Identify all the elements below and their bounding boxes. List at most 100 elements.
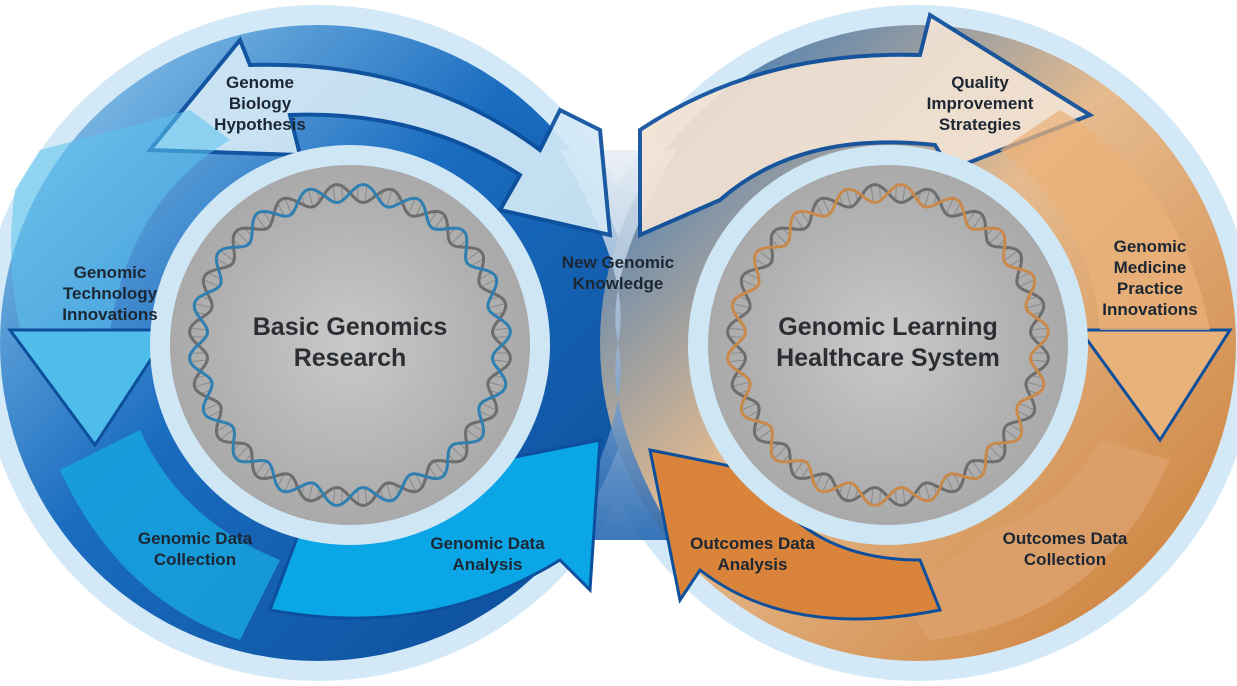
dna-rung [492,359,510,363]
dna-rung [262,211,272,224]
dna-rung [487,302,506,309]
dna-rung [741,279,758,288]
dna-rung [277,202,285,217]
dna-rung [1003,250,1019,262]
dna-rung [277,473,285,488]
bridge-label-new-genomic-knowledge: New Genomic Knowledge [561,253,675,293]
dna-rung [190,359,208,363]
dna-rung [341,185,343,201]
step-genomic-medicine-practice-innovations: Genomic Medicine Practice Innovations [1102,237,1198,319]
step-outcomes-data-collection: Outcomes Data Collection [1002,529,1128,569]
dna-rung [190,327,208,331]
dna-rung [494,352,510,354]
dna-rung [728,336,744,338]
dna-rung [924,189,931,208]
dna-rung [953,473,961,488]
dna-rung [815,202,823,217]
step-genomic-technology-innovations: Genomic Technology Innovations [62,263,158,324]
dna-rung [1016,272,1031,280]
dna-rung [924,482,931,501]
dna-rung [407,475,416,492]
left-cycle-title: Basic Genomics Research [252,313,448,372]
dna-colored-strand [188,183,512,507]
right-arrow-right-body [1000,110,1210,330]
dna-rung [307,189,314,208]
dna-rung [895,489,897,505]
dna-rung [754,257,767,267]
dna-rung [364,487,368,505]
dna-rung [194,302,213,309]
dna-rung [988,230,1003,245]
left-arrow-top [145,36,613,238]
dna-rung [364,185,368,203]
dna-rung [207,272,222,280]
step-genome-biology-hypothesis: Genome Biology Hypothesis [214,73,306,134]
dna-rung [879,185,881,201]
dna-rung [332,185,336,203]
dna-rung [902,185,906,203]
dna-rung [203,402,220,411]
dna-rung [745,272,760,280]
dna-rung [902,487,906,505]
dna-rung [870,487,874,505]
dna-rung [465,250,481,262]
dna-rung [895,185,897,201]
dna-rung [450,230,465,245]
dna-rung [953,202,961,217]
dna-rung [284,198,293,215]
dna-rung [332,487,336,505]
dna-rung [945,198,954,215]
dna-rung [1018,402,1035,411]
dna-rung [822,198,831,215]
dna-rung [386,482,393,501]
dna-rung [494,336,510,338]
dna-rung [262,466,272,479]
dna-rung [433,460,445,476]
bridge-overlap [560,150,676,540]
dna-rung [1032,352,1048,354]
step-genomic-data-collection: Genomic Data Collection [137,529,253,569]
dna-rung [492,327,510,331]
dna-rung [754,423,767,433]
dna-rung [845,482,852,501]
right-arrow-bottom-left [648,448,943,621]
dna-rung [235,445,250,460]
dna-rung [1025,302,1044,309]
dna-rung [879,489,881,505]
dna-rung [219,250,235,262]
left-arrow-left-head [7,328,173,448]
dna-rung [945,475,954,492]
dna-rung [966,211,976,224]
dna-rung [793,214,805,230]
dna-rung [800,211,810,224]
dna-rung [757,428,773,440]
dna-rung [386,189,393,208]
dna-rung [207,410,222,418]
dna-rung [971,460,983,476]
left-arrow-left [11,110,230,330]
dna-rung [988,445,1003,460]
dna-rung [255,460,267,476]
dna-rung [728,327,746,331]
dna-rung [471,257,484,267]
dna-rung [357,489,359,505]
dna-rung [728,359,746,363]
dna-rung [1032,336,1048,338]
dna-colored-strand [726,183,1050,507]
dna-rung [415,202,423,217]
dna-rung [773,230,788,245]
dna-rung [478,410,493,418]
dna-rung [1025,381,1044,388]
dna-rung [219,428,235,440]
dna-rung [465,428,481,440]
dna-rung [800,466,810,479]
dna-rung [450,445,465,460]
dna-rung [745,410,760,418]
dna-rung [1016,410,1031,418]
left-hub [170,165,530,525]
dna-rung [284,475,293,492]
dna-rung [341,489,343,505]
dna-rung [480,402,497,411]
left-arrow-bottom [60,430,280,640]
dna-rung [307,482,314,501]
